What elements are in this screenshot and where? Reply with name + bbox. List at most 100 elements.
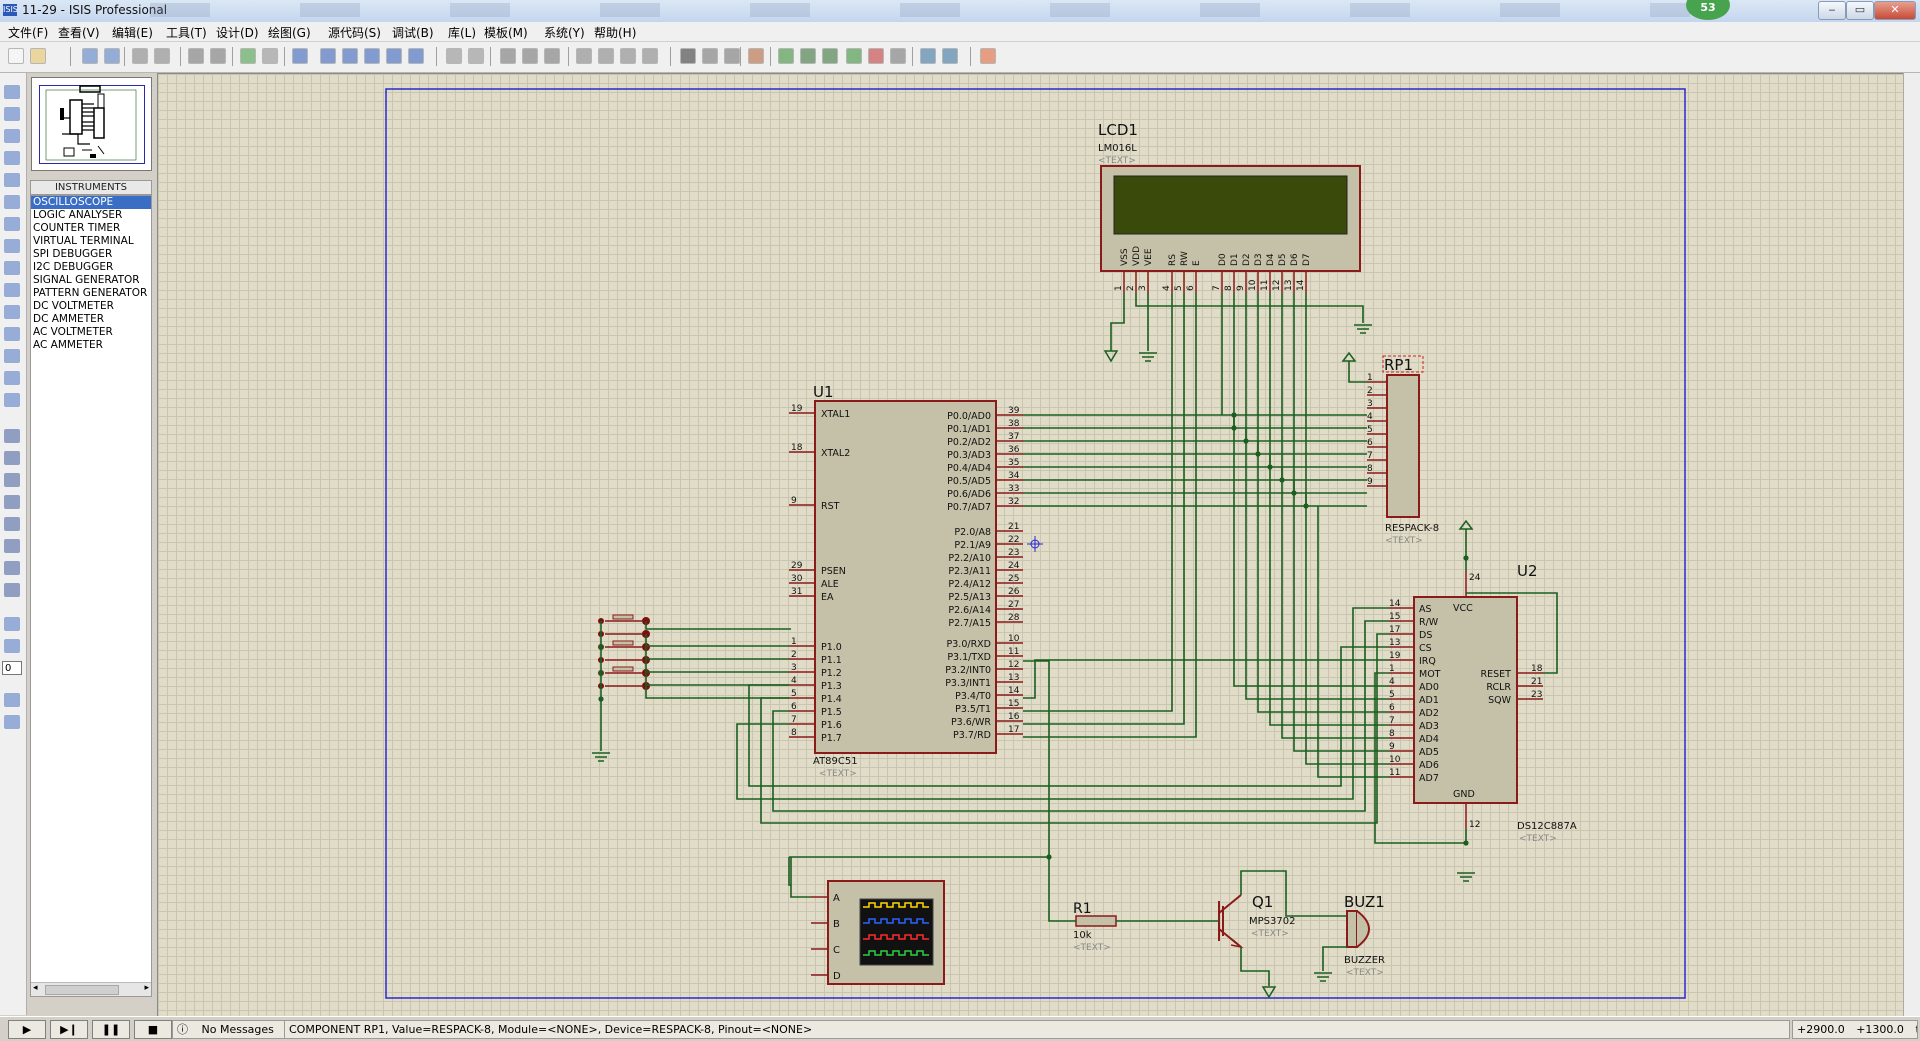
wire-label-mode-icon[interactable] [4, 151, 20, 165]
device-item-logic-analyser[interactable]: LOGIC ANALYSER [33, 209, 123, 221]
origin-icon[interactable] [292, 48, 308, 64]
menu-item-11[interactable]: 帮助(H) [594, 26, 637, 40]
save-icon[interactable] [82, 48, 98, 64]
play-button[interactable]: ▶ [8, 1020, 46, 1039]
device-item-counter-timer[interactable]: COUNTER TIMER [33, 222, 121, 234]
text-script-mode-icon[interactable] [4, 173, 20, 187]
device-item-dc-ammeter[interactable]: DC AMMETER [33, 313, 105, 325]
r1-component[interactable]: R1 10k <TEXT> [1073, 901, 1117, 953]
menu-item-6[interactable]: 源代码(S) [328, 26, 381, 40]
block-copy-icon[interactable] [576, 48, 592, 64]
mirror-y-icon[interactable] [4, 715, 20, 729]
overview-window[interactable] [31, 77, 152, 171]
block-rotate-icon[interactable] [620, 48, 636, 64]
grid-icon[interactable] [262, 48, 278, 64]
circle-2d-icon[interactable] [4, 473, 20, 487]
maximize-button[interactable]: ▭ [1846, 1, 1874, 20]
print-area-icon[interactable] [210, 48, 226, 64]
cut-icon[interactable] [500, 48, 516, 64]
search-tag-icon[interactable] [800, 48, 816, 64]
paste-icon[interactable] [544, 48, 560, 64]
rotate-ccw-icon[interactable] [4, 639, 20, 653]
push-button-cluster[interactable] [598, 614, 650, 690]
buz1-component[interactable]: BUZ1 BUZZER <TEXT> [1344, 893, 1385, 978]
new-file-icon[interactable] [8, 48, 24, 64]
device-item-ac-ammeter[interactable]: AC AMMETER [33, 339, 103, 351]
open-file-icon[interactable] [30, 48, 46, 64]
box-2d-icon[interactable] [4, 451, 20, 465]
symbol-2d-icon[interactable] [4, 561, 20, 575]
device-item-ac-voltmeter[interactable]: AC VOLTMETER [33, 326, 113, 338]
line-2d-icon[interactable] [4, 429, 20, 443]
rotation-value[interactable]: 0 [2, 661, 22, 675]
copy-icon[interactable] [522, 48, 538, 64]
minimize-button[interactable]: ‒ [1818, 1, 1846, 20]
redo-icon[interactable] [468, 48, 484, 64]
device-item-spi-debugger[interactable]: SPI DEBUGGER [33, 248, 113, 260]
subcircuit-mode-icon[interactable] [4, 217, 20, 231]
property-assign-icon[interactable] [822, 48, 838, 64]
zoom-area-icon[interactable] [408, 48, 424, 64]
import-icon[interactable] [132, 48, 148, 64]
arc-2d-icon[interactable] [4, 495, 20, 509]
stop-button[interactable]: ■ [134, 1020, 172, 1039]
menu-item-9[interactable]: 模板(M) [484, 26, 528, 40]
make-device-icon[interactable] [702, 48, 718, 64]
menu-item-8[interactable]: 库(L) [448, 26, 477, 40]
text-2d-icon[interactable] [4, 539, 20, 553]
device-item-signal-generator[interactable]: SIGNAL GENERATOR [33, 274, 140, 286]
block-delete-icon[interactable] [642, 48, 658, 64]
scroll-left-icon[interactable]: ◂ [33, 983, 38, 993]
canvas-vertical-scrollbar[interactable] [1903, 73, 1920, 1016]
component-mode-icon[interactable] [4, 107, 20, 121]
buses-mode-icon[interactable] [4, 195, 20, 209]
menu-item-2[interactable]: 编辑(E) [112, 26, 153, 40]
menu-item-0[interactable]: 文件(F) [8, 26, 49, 40]
selection-mode-icon[interactable] [4, 85, 20, 99]
marker-2d-icon[interactable] [4, 583, 20, 597]
schematic-drawing[interactable]: LCD1 LM016L <TEXT> VSS1VDD2VEE3RS4RW5E6D… [158, 74, 1915, 1017]
junction-dot-mode-icon[interactable] [4, 129, 20, 143]
device-item-oscilloscope[interactable]: OSCILLOSCOPE [31, 196, 151, 209]
menu-item-10[interactable]: 系统(Y) [544, 26, 585, 40]
menu-item-3[interactable]: 工具(T) [166, 26, 207, 40]
menu-item-5[interactable]: 绘图(G) [268, 26, 311, 40]
rotate-cw-icon[interactable] [4, 617, 20, 631]
device-item-virtual-terminal[interactable]: VIRTUAL TERMINAL [33, 235, 134, 247]
bill-of-materials-icon[interactable] [920, 48, 936, 64]
pan-icon[interactable] [320, 48, 336, 64]
menu-item-1[interactable]: 查看(V) [58, 26, 100, 40]
goto-child-icon[interactable] [890, 48, 906, 64]
device-item-i2c-debugger[interactable]: I2C DEBUGGER [33, 261, 114, 273]
new-sheet-icon[interactable] [846, 48, 862, 64]
packaging-tool-icon[interactable] [724, 48, 740, 64]
undo-icon[interactable] [446, 48, 462, 64]
virtual-instruments-mode-icon[interactable] [4, 393, 20, 407]
zoom-in-icon[interactable] [342, 48, 358, 64]
voltage-probe-mode-icon[interactable] [4, 349, 20, 363]
scrollbar-thumb[interactable] [45, 985, 119, 995]
step-button[interactable]: ▶❙ [50, 1020, 88, 1039]
device-pins-mode-icon[interactable] [4, 261, 20, 275]
device-item-dc-voltmeter[interactable]: DC VOLTMETER [33, 300, 114, 312]
device-list-hscrollbar[interactable]: ◂ ▸ [31, 982, 151, 996]
decompose-icon[interactable] [748, 48, 764, 64]
scroll-right-icon[interactable]: ▸ [144, 983, 149, 993]
pause-button[interactable]: ❚❚ [92, 1020, 130, 1039]
graph-mode-icon[interactable] [4, 283, 20, 297]
electrical-rule-check-icon[interactable] [942, 48, 958, 64]
export-icon[interactable] [154, 48, 170, 64]
print-icon[interactable] [188, 48, 204, 64]
remove-sheet-icon[interactable] [868, 48, 884, 64]
path-2d-icon[interactable] [4, 517, 20, 531]
menu-item-4[interactable]: 设计(D) [216, 26, 259, 40]
zoom-all-icon[interactable] [386, 48, 402, 64]
tape-recorder-mode-icon[interactable] [4, 305, 20, 319]
zoom-out-icon[interactable] [364, 48, 380, 64]
